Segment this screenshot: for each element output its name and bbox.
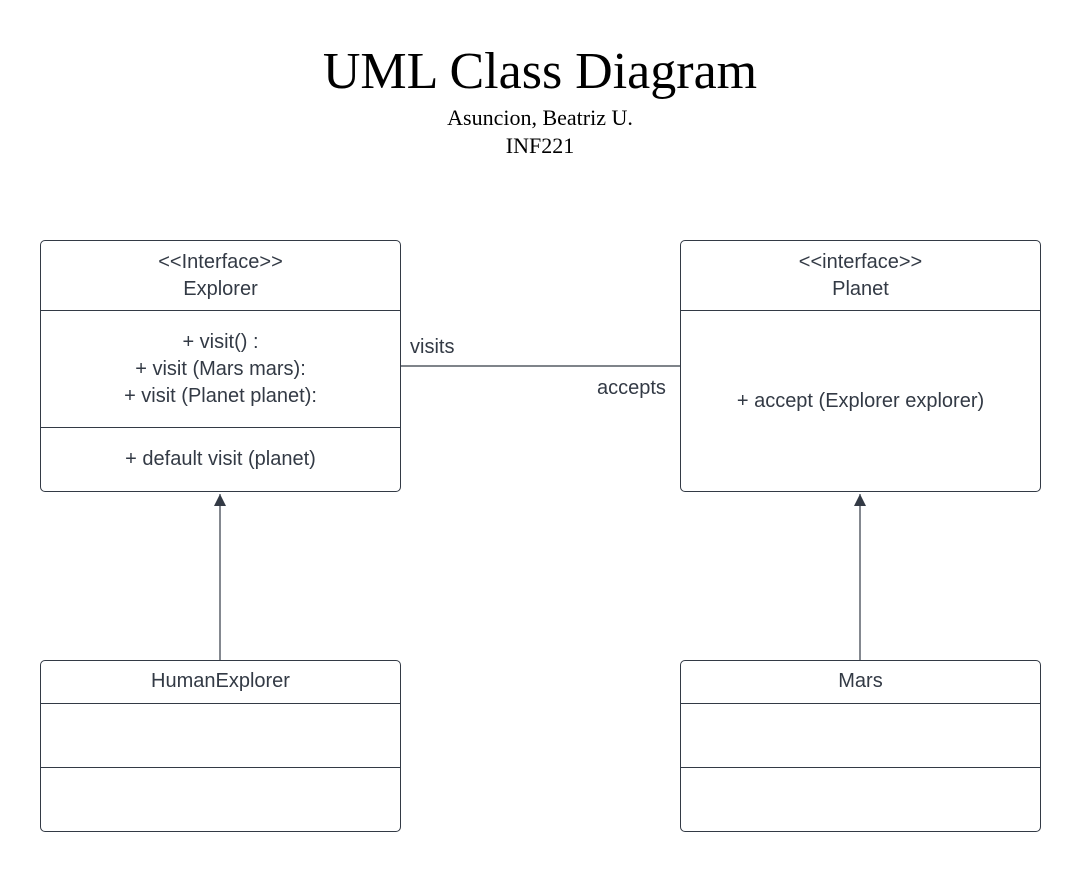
explorer-divider-1 <box>41 310 400 311</box>
human-explorer-divider-1 <box>41 703 400 704</box>
explorer-header: <<Interface>> Explorer <box>41 241 400 310</box>
mars-class-name: Mars <box>838 670 883 692</box>
association-label-visits: visits <box>410 336 455 358</box>
explorer-method: + visit() : <box>182 330 259 353</box>
explorer-method: + visit (Planet planet): <box>124 384 317 407</box>
diagram-header: UML Class Diagram Asuncion, Beatriz U. I… <box>0 40 1080 160</box>
human-explorer-divider-2 <box>41 767 400 768</box>
explorer-default-method: + default visit (planet) <box>125 448 316 470</box>
planet-class-name: Planet <box>832 277 889 300</box>
mars-class-box: Mars <box>680 660 1041 832</box>
planet-methods: + accept (Explorer explorer) <box>681 311 1040 491</box>
planet-divider <box>681 310 1040 311</box>
mars-header: Mars <box>681 661 1040 702</box>
mars-divider-2 <box>681 767 1040 768</box>
explorer-stereotype: <<Interface>> <box>158 250 283 273</box>
human-explorer-header: HumanExplorer <box>41 661 400 702</box>
explorer-default-methods: + default visit (planet) <box>41 428 400 491</box>
explorer-method: + visit (Mars mars): <box>135 357 306 380</box>
explorer-interface-box: <<Interface>> Explorer + visit() : + vis… <box>40 240 401 492</box>
planet-stereotype: <<interface>> <box>798 250 923 273</box>
planet-header: <<interface>> Planet <box>681 241 1040 310</box>
mars-divider-1 <box>681 703 1040 704</box>
explorer-class-name: Explorer <box>183 277 258 300</box>
explorer-divider-2 <box>41 427 400 428</box>
association-label-accepts: accepts <box>597 377 666 399</box>
planet-method: + accept (Explorer explorer) <box>736 389 985 412</box>
author-name: Asuncion, Beatriz U. <box>447 105 633 130</box>
human-explorer-class-name: HumanExplorer <box>151 670 290 692</box>
human-explorer-class-box: HumanExplorer <box>40 660 401 832</box>
explorer-methods: + visit() : + visit (Mars mars): + visit… <box>41 311 400 427</box>
course-code: INF221 <box>505 133 575 158</box>
planet-interface-box: <<interface>> Planet + accept (Explorer … <box>680 240 1041 492</box>
diagram-title: UML Class Diagram <box>322 43 758 100</box>
